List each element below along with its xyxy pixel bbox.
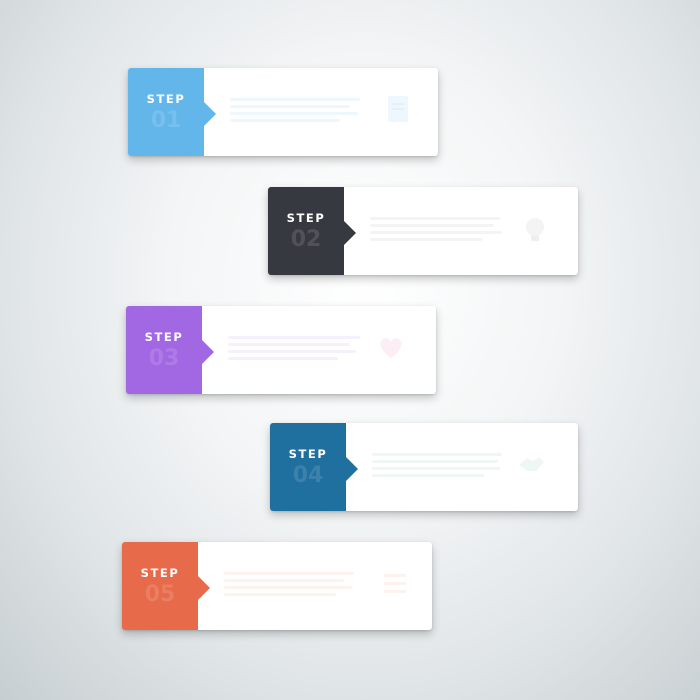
step-03-label: STEP [144,330,184,344]
step-04-text-placeholder [372,453,502,481]
step-05-label: STEP [140,566,180,580]
step-02-label: STEP [286,211,326,225]
handshake-icon [516,449,546,481]
step-03-card: STEP 03 [126,306,436,394]
step-04-label: STEP [288,447,328,461]
step-02-text-placeholder [370,217,502,245]
step-01-label: STEP [146,92,186,106]
step-05-text-placeholder [224,572,354,600]
step-05-number: 05 [144,582,176,607]
step-05-card: STEP 05 [122,542,432,630]
step-04-number: 04 [292,463,324,488]
step-05-tab: STEP 05 [122,542,210,630]
lightbulb-icon [520,213,550,245]
step-01-number: 01 [150,108,182,133]
step-01-tab: STEP 01 [128,68,216,156]
heart-icon [376,332,406,364]
step-01-text-placeholder [230,98,360,126]
document-icon [384,94,414,126]
step-03-tab: STEP 03 [126,306,214,394]
step-04-card: STEP 04 [270,423,578,511]
list-icon [380,568,410,600]
step-02-number: 02 [290,227,322,252]
step-02-tab: STEP 02 [268,187,356,275]
step-04-tab: STEP 04 [270,423,358,511]
step-02-card: STEP 02 [268,187,578,275]
step-01-card: STEP 01 [128,68,438,156]
step-03-number: 03 [148,346,180,371]
step-03-text-placeholder [228,336,360,364]
